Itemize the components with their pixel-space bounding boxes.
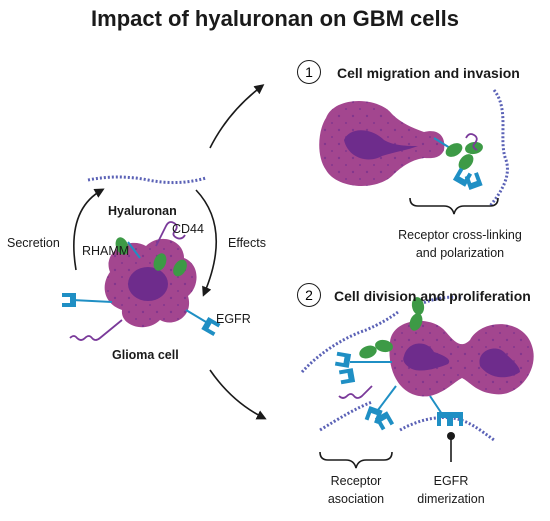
receptor-association-line1: Receptor	[330, 474, 382, 488]
section-1-caption-line1: Receptor cross-linking	[398, 228, 522, 242]
cd44-label: CD44	[172, 222, 204, 236]
section-2-heading: Cell division and proliferation	[334, 288, 531, 304]
receptor-association-line2: asociation	[327, 492, 385, 506]
egfr-dimerization-line1: EGFR	[433, 474, 469, 488]
secretion-arrow	[73, 188, 105, 271]
dividing-cell-graphic	[389, 320, 534, 397]
section-1-number: 1	[297, 60, 321, 84]
arrow-to-section-2	[209, 369, 267, 420]
bracket-section-1	[409, 197, 499, 215]
effects-arrow	[195, 189, 218, 297]
rhamm-label: RHAMM	[82, 244, 130, 258]
egfr-dimerization-line2: dimerization	[417, 492, 485, 506]
glioma-cell-label: Glioma cell	[112, 348, 179, 362]
section-2-number: 2	[297, 283, 321, 307]
migrating-cell-graphic	[319, 100, 445, 187]
page-title: Impact of hyaluronan on GBM cells	[91, 6, 459, 31]
effects-label: Effects	[228, 236, 266, 250]
hyaluronan-label: Hyaluronan	[108, 204, 177, 218]
section-1-heading: Cell migration and invasion	[337, 65, 520, 81]
secretion-label: Secretion	[7, 236, 60, 250]
glioma-cell-graphic	[104, 238, 197, 328]
section-1-caption-line2: and polarization	[415, 246, 505, 260]
egfr-label: EGFR	[216, 312, 251, 326]
arrow-to-section-1	[209, 84, 265, 149]
hyaluronan-chain	[87, 175, 207, 185]
bracket-section-2	[319, 451, 393, 469]
